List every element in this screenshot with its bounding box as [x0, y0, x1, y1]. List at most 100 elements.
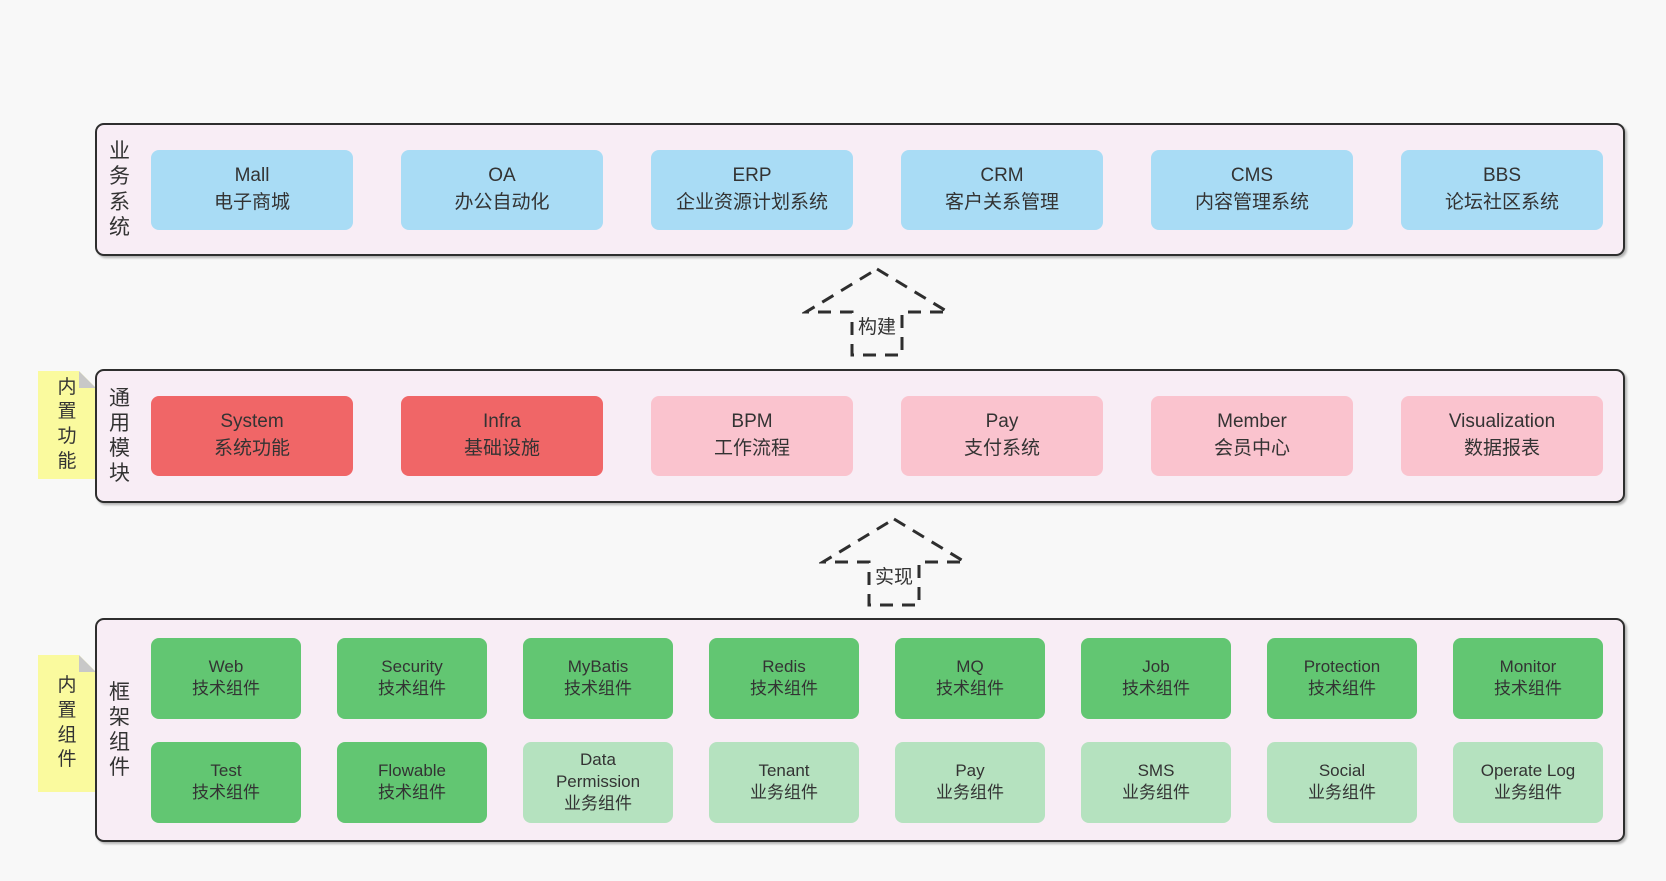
box-title: Member — [1217, 411, 1287, 433]
box-subtitle: 技术组件 — [1308, 679, 1376, 698]
box-title: Test — [210, 760, 242, 780]
box-subtitle: 基础设施 — [463, 438, 540, 459]
box-subtitle: 内容管理系统 — [1194, 191, 1309, 213]
box-title: Security — [381, 656, 443, 676]
box-pay-biz: Pay 业务组件 — [895, 741, 1045, 823]
box-title: CRM — [980, 164, 1024, 186]
box-title: MQ — [956, 656, 984, 676]
components-row-1: Web 技术组件 Security 技术组件 MyBatis 技术组件 Redi… — [151, 637, 1603, 719]
box-security: Security 技术组件 — [337, 637, 487, 719]
band-business-systems: 业务系统 Mall 电子商城 OA 办公自动化 ERP 企业资源计划系统 CRM… — [95, 123, 1625, 256]
business-systems-row: Mall 电子商城 OA 办公自动化 ERP 企业资源计划系统 CRM 客户关系… — [135, 125, 1623, 254]
box-subtitle: 数据报表 — [1463, 438, 1540, 459]
band-framework-components: 框架组件 Web 技术组件 Security 技术组件 MyBatis 技术组件… — [95, 618, 1625, 842]
box-subtitle: 论坛社区系统 — [1444, 191, 1559, 213]
box-title: Monitor — [1499, 656, 1557, 676]
box-title: BPM — [731, 411, 773, 433]
box-member: Member 会员中心 — [1151, 396, 1353, 476]
box-operate-log: Operate Log 业务组件 — [1453, 741, 1603, 823]
box-subtitle: 业务组件 — [1308, 783, 1376, 802]
box-test: Test 技术组件 — [151, 741, 301, 823]
tab-label: 内置组件 — [57, 675, 77, 771]
box-pay: Pay 支付系统 — [901, 396, 1103, 476]
common-modules-row: System 系统功能 Infra 基础设施 BPM 工作流程 Pay 支付系统… — [135, 371, 1623, 501]
box-bpm: BPM 工作流程 — [651, 396, 853, 476]
box-visualization: Visualization 数据报表 — [1401, 396, 1603, 476]
box-title: Web — [208, 656, 244, 676]
box-flowable: Flowable 技术组件 — [337, 741, 487, 823]
tab-built-in-components: 内置组件 — [38, 655, 96, 792]
box-subtitle: 技术组件 — [192, 679, 260, 698]
arrow-build: 构建 — [802, 266, 952, 358]
box-title: Operate Log — [1480, 760, 1576, 780]
box-crm: CRM 客户关系管理 — [901, 149, 1103, 230]
box-infra: Infra 基础设施 — [401, 396, 603, 476]
box-sms: SMS 业务组件 — [1081, 741, 1231, 823]
box-cms: CMS 内容管理系统 — [1151, 149, 1353, 230]
framework-components-grid: Web 技术组件 Security 技术组件 MyBatis 技术组件 Redi… — [135, 620, 1623, 840]
folded-corner-icon — [79, 371, 96, 388]
box-subtitle: 业务组件 — [1122, 783, 1190, 802]
box-subtitle: 业务组件 — [564, 794, 632, 814]
band-common-modules: 通用模块 System 系统功能 Infra 基础设施 BPM 工作流程 Pay… — [95, 369, 1625, 503]
box-title: SMS — [1137, 760, 1175, 780]
box-title: Social — [1318, 760, 1366, 780]
box-subtitle: 工作流程 — [713, 438, 790, 459]
box-tenant: Tenant 业务组件 — [709, 741, 859, 823]
box-mybatis: MyBatis 技术组件 — [523, 637, 673, 719]
box-title: Data Permission — [555, 749, 641, 791]
components-row-2: Test 技术组件 Flowable 技术组件 Data Permission … — [151, 741, 1603, 823]
box-job: Job 技术组件 — [1081, 637, 1231, 719]
box-data-permission: Data Permission 业务组件 — [523, 741, 673, 823]
box-title: OA — [488, 164, 516, 186]
box-subtitle: 技术组件 — [1494, 679, 1562, 698]
box-subtitle: 客户关系管理 — [944, 191, 1059, 213]
arrow-label-implement: 实现 — [871, 562, 917, 589]
box-subtitle: 技术组件 — [378, 679, 446, 698]
tab-label: 内置功能 — [57, 376, 77, 472]
box-title: Visualization — [1448, 411, 1556, 433]
box-title: Flowable — [377, 760, 447, 780]
box-subtitle: 业务组件 — [1494, 783, 1562, 802]
band-label-business-systems: 业务系统 — [109, 140, 130, 239]
folded-corner-icon — [79, 655, 96, 672]
band-label-framework-components: 框架组件 — [109, 680, 130, 780]
box-subtitle: 技术组件 — [936, 679, 1004, 698]
up-arrow-dashed-icon — [819, 517, 969, 607]
box-title: Pay — [955, 760, 985, 780]
arrow-label-build: 构建 — [854, 312, 900, 339]
box-subtitle: 支付系统 — [963, 438, 1040, 459]
box-title: Infra — [482, 411, 522, 433]
tab-built-in-features: 内置功能 — [38, 371, 96, 479]
box-title: Tenant — [758, 760, 810, 780]
box-title: Protection — [1303, 656, 1381, 676]
box-protection: Protection 技术组件 — [1267, 637, 1417, 719]
box-subtitle: 系统功能 — [213, 438, 290, 459]
box-subtitle: 技术组件 — [750, 679, 818, 698]
box-title: Redis — [762, 656, 806, 676]
box-subtitle: 业务组件 — [750, 783, 818, 802]
box-subtitle: 业务组件 — [936, 783, 1004, 802]
box-subtitle: 办公自动化 — [454, 191, 550, 213]
up-arrow-dashed-icon — [802, 267, 952, 357]
box-subtitle: 技术组件 — [564, 679, 632, 698]
box-title: Job — [1142, 656, 1170, 676]
box-social: Social 业务组件 — [1267, 741, 1417, 823]
box-subtitle: 会员中心 — [1213, 438, 1290, 459]
box-bbs: BBS 论坛社区系统 — [1401, 149, 1603, 230]
box-title: CMS — [1230, 164, 1274, 186]
box-monitor: Monitor 技术组件 — [1453, 637, 1603, 719]
box-oa: OA 办公自动化 — [401, 149, 603, 230]
box-title: System — [220, 411, 284, 433]
box-system: System 系统功能 — [151, 396, 353, 476]
band-label-common-modules: 通用模块 — [109, 386, 130, 486]
box-mq: MQ 技术组件 — [895, 637, 1045, 719]
box-redis: Redis 技术组件 — [709, 637, 859, 719]
box-title: BBS — [1482, 164, 1522, 186]
box-subtitle: 企业资源计划系统 — [675, 191, 828, 213]
box-title: Pay — [985, 411, 1019, 433]
box-title: MyBatis — [567, 656, 629, 676]
box-title: Mall — [234, 164, 270, 186]
box-subtitle: 技术组件 — [378, 783, 446, 802]
